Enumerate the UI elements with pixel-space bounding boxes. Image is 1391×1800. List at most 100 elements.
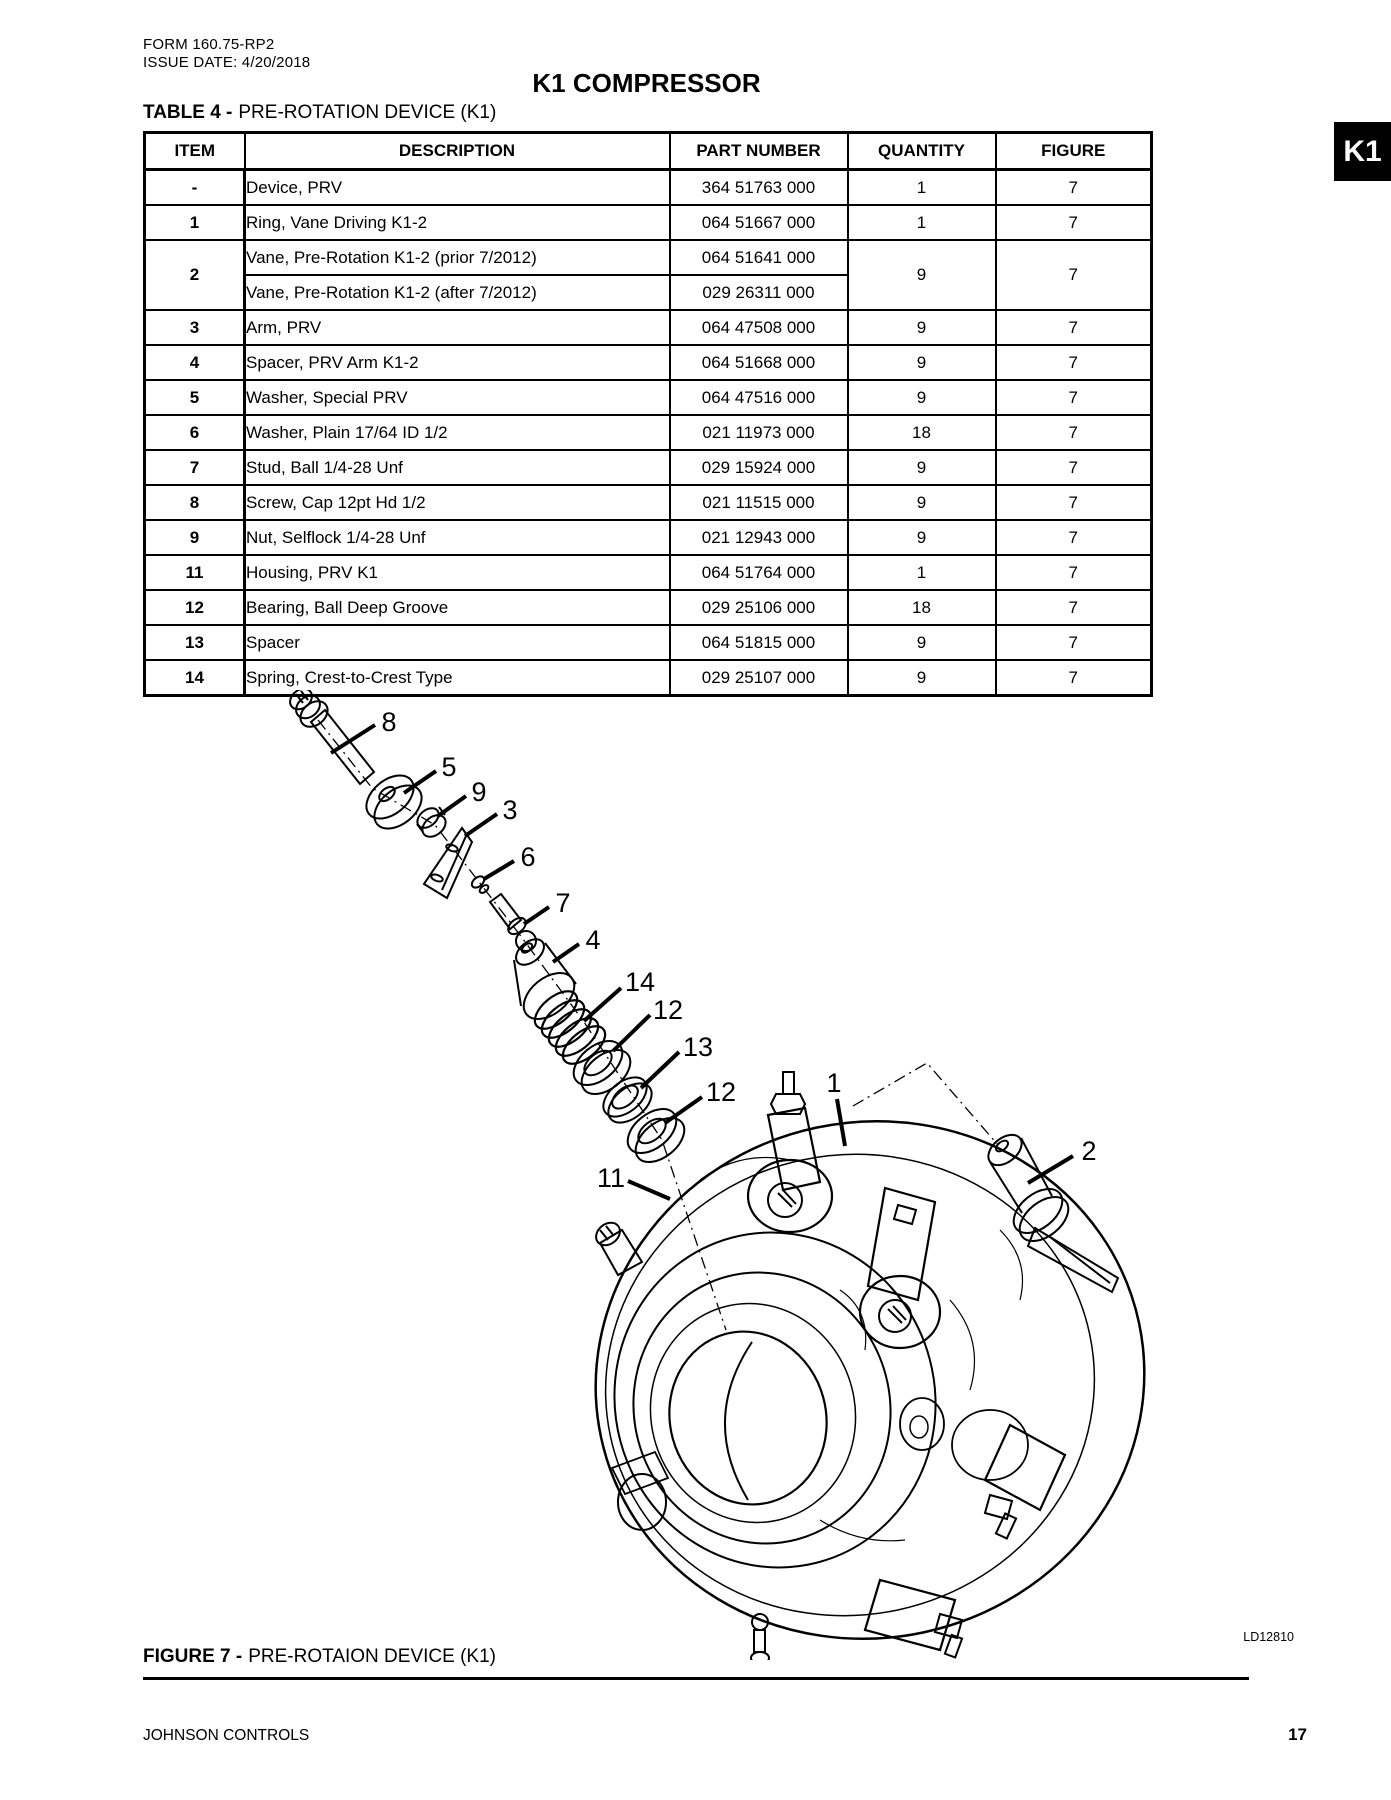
callout-label-12: 12	[653, 995, 683, 1025]
cell-part-number: 021 11973 000	[668, 414, 849, 451]
callout-leader-4	[551, 942, 581, 964]
footer-company: JOHNSON CONTROLS	[143, 1727, 310, 1744]
part-bearing-12b	[626, 1107, 686, 1164]
cell-description: Washer, Plain 17/64 ID 1/2	[243, 414, 671, 451]
cell-description: Ring, Vane Driving K1-2	[243, 204, 671, 241]
page-title: K1 COMPRESSOR	[532, 68, 761, 98]
cell-quantity: 9	[846, 239, 997, 311]
callout-leader-2	[1026, 1154, 1075, 1185]
table-row: 5 Washer, Special PRV 064 47516 000 9 7	[143, 379, 1153, 416]
cell-item: 9	[143, 519, 246, 556]
cell-item: -	[143, 168, 246, 206]
callout-leader-12	[611, 1013, 652, 1053]
cell-description: Bearing, Ball Deep Groove	[243, 589, 671, 626]
cell-figure: 7	[994, 484, 1153, 521]
table-row: 3 Arm, PRV 064 47508 000 9 7	[143, 309, 1153, 346]
cell-description: Screw, Cap 12pt Hd 1/2	[243, 484, 671, 521]
callout-label-8: 8	[381, 707, 396, 737]
cell-figure: 7	[994, 204, 1153, 241]
callout-leader-9	[436, 794, 468, 818]
table-row: 6 Washer, Plain 17/64 ID 1/2 021 11973 0…	[143, 414, 1153, 451]
col-header-quantity: QUANTITY	[846, 131, 997, 171]
callout-label-12: 12	[706, 1077, 736, 1107]
cell-item: 7	[143, 449, 246, 486]
table-row: 12 Bearing, Ball Deep Groove 029 25106 0…	[143, 589, 1153, 626]
cell-figure: 7	[994, 168, 1153, 206]
cell-item: 4	[143, 344, 246, 381]
cell-description: Vane, Pre-Rotation K1-2 (after 7/2012)	[243, 274, 671, 311]
part-housing-11	[594, 1071, 1146, 1660]
table-caption: TABLE 4 -PRE-ROTATION DEVICE (K1)	[143, 102, 496, 124]
cell-item: 14	[143, 659, 246, 697]
table-row: 13 Spacer 064 51815 000 9 7	[143, 624, 1153, 661]
cell-figure: 7	[994, 519, 1153, 556]
cell-figure: 7	[994, 554, 1153, 591]
cell-quantity: 18	[846, 589, 997, 626]
part-washer-5	[365, 774, 423, 830]
cell-quantity: 9	[846, 624, 997, 661]
table-row: 14 Spring, Crest-to-Crest Type 029 25107…	[143, 659, 1153, 697]
cell-quantity: 9	[846, 484, 997, 521]
table-row: 9 Nut, Selflock 1/4-28 Unf 021 12943 000…	[143, 519, 1153, 556]
table-row: Vane, Pre-Rotation K1-2 (after 7/2012) 0…	[145, 274, 1152, 311]
cell-description: Arm, PRV	[243, 309, 671, 346]
cell-part-number: 029 25107 000	[668, 659, 849, 697]
cell-figure: 7	[994, 344, 1153, 381]
cell-figure: 7	[994, 414, 1153, 451]
cell-part-number: 064 51667 000	[668, 204, 849, 241]
col-header-description: DESCRIPTION	[243, 131, 671, 171]
figure-caption: FIGURE 7 -PRE-ROTAION DEVICE (K1)	[143, 1646, 496, 1668]
cell-part-number: 064 51668 000	[668, 344, 849, 381]
cell-quantity: 9	[846, 449, 997, 486]
callout-label-5: 5	[441, 752, 456, 782]
cell-part-number: 021 11515 000	[668, 484, 849, 521]
callout-leader-3	[463, 812, 499, 838]
page-number: 17	[1288, 1725, 1307, 1744]
cell-description: Device, PRV	[243, 168, 671, 206]
callout-leader-14	[582, 986, 623, 1023]
cell-quantity: 1	[846, 168, 997, 206]
cell-item: 2	[143, 239, 246, 311]
cell-part-number: 364 51763 000	[668, 168, 849, 206]
callout-leader-12	[663, 1095, 704, 1125]
callout-leader-11	[627, 1179, 671, 1201]
callout-leader-13	[639, 1050, 681, 1090]
cell-quantity: 9	[846, 379, 997, 416]
cell-item: 3	[143, 309, 246, 346]
cell-figure: 7	[994, 589, 1153, 626]
cell-figure: 7	[994, 379, 1153, 416]
cell-figure: 7	[994, 449, 1153, 486]
cell-quantity: 9	[846, 344, 997, 381]
vane-axis-line	[852, 1062, 999, 1146]
callout-leader-6	[482, 859, 516, 881]
callout-label-13: 13	[683, 1032, 713, 1062]
cell-figure: 7	[994, 624, 1153, 661]
cell-item: 13	[143, 624, 246, 661]
cell-item: 6	[143, 414, 246, 451]
cell-figure: 7	[994, 309, 1153, 346]
cell-quantity: 9	[846, 309, 997, 346]
cell-part-number: 029 26311 000	[668, 274, 849, 311]
figure-caption-text: PRE-ROTAION DEVICE (K1)	[248, 1646, 496, 1667]
cell-description: Washer, Special PRV	[243, 379, 671, 416]
callout-leader-8	[329, 723, 377, 755]
part-spacer-4	[513, 938, 577, 1020]
table-row: - Device, PRV 364 51763 000 1 7	[143, 168, 1153, 206]
cell-description: Nut, Selflock 1/4-28 Unf	[243, 519, 671, 556]
part-spacer-13	[602, 1076, 653, 1124]
part-spring-14	[533, 990, 607, 1065]
cell-part-number: 064 51641 000	[668, 239, 849, 276]
cell-item: 5	[143, 379, 246, 416]
callout-label-7: 7	[555, 888, 570, 918]
table-row: 11 Housing, PRV K1 064 51764 000 1 7	[143, 554, 1153, 591]
callout-label-11: 11	[597, 1163, 625, 1193]
callout-leader-7	[522, 905, 551, 926]
callout-label-4: 4	[585, 925, 600, 955]
col-header-item: ITEM	[143, 131, 246, 171]
cell-item: 8	[143, 484, 246, 521]
cell-figure: 7	[994, 659, 1153, 697]
part-bearing-12a	[572, 1039, 632, 1096]
part-screw-8	[289, 690, 376, 786]
cell-description: Spacer	[243, 624, 671, 661]
table-row: 2 Vane, Pre-Rotation K1-2 (prior 7/2012)…	[143, 239, 1153, 311]
